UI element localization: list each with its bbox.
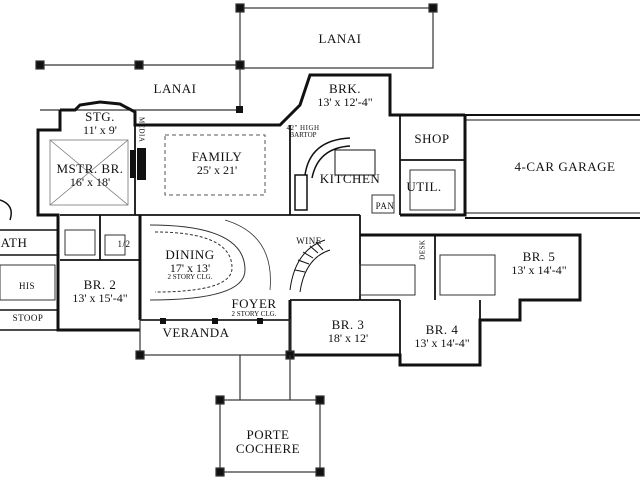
room-name: UTIL.: [406, 179, 442, 194]
room-wine: WINE: [296, 236, 322, 246]
room-half-bath: 1/2: [117, 239, 131, 249]
room-dims: 25' x 21': [196, 162, 238, 177]
room-desk: DESK: [418, 239, 427, 260]
room-name: PORTE: [246, 427, 290, 442]
room-dims: 17' x 13': [169, 260, 211, 275]
staircase: [289, 239, 331, 293]
room-name: MEDIA: [137, 116, 146, 143]
lanai-left: [35, 60, 245, 111]
room-utility: UTIL.: [406, 180, 441, 194]
room-name: DINING: [165, 247, 215, 262]
room-name: BR. 2: [83, 277, 117, 292]
room-name: BRK.: [329, 81, 361, 96]
room-name: HIS: [18, 281, 36, 291]
room-pantry: PAN: [375, 201, 395, 211]
room-lanai-top: LANAI: [319, 32, 362, 46]
room-foyer: FOYER 2 STORY CLG.: [231, 297, 276, 318]
room-name: BR. 4: [425, 322, 459, 337]
bartop-label: BARTOP: [289, 131, 317, 140]
kitchen-counter: [294, 137, 376, 211]
room-name: ATH: [0, 235, 28, 250]
room-dims: 16' x 18': [69, 174, 111, 189]
room-name: LANAI: [153, 81, 197, 96]
room-stoop: STOOP: [12, 313, 44, 323]
fixtures: [0, 169, 496, 301]
room-lanai-left: LANAI: [154, 82, 197, 96]
room-dining: DINING 17' x 13' 2 STORY CLG.: [165, 248, 214, 282]
room-name: SHOP: [414, 131, 450, 146]
room-name: BR. 5: [522, 249, 556, 264]
room-kitchen: KITCHEN: [320, 172, 381, 186]
room-bedroom-3: BR. 3 18' x 12': [328, 318, 368, 344]
room-master-bedroom: MSTR. BR. 16' x 18': [57, 162, 124, 188]
room-veranda: VERANDA: [162, 326, 229, 340]
room-garage: 4-CAR GARAGE: [515, 160, 616, 174]
room-name: KITCHEN: [319, 171, 381, 186]
room-porte-cochere: PORTE COCHERE: [236, 428, 300, 455]
room-name: DESK: [418, 239, 427, 260]
room-name: LANAI: [318, 31, 362, 46]
lanai-top: [235, 3, 438, 69]
room-family: FAMILY 25' x 21': [192, 150, 243, 176]
room-his: HIS: [18, 281, 36, 291]
room-name: 1/2: [117, 239, 131, 249]
room-dims: 13' x 12'-4": [317, 94, 373, 109]
room-bath: ATH: [1, 236, 28, 250]
room-bedroom-5: BR. 5 13' x 14'-4": [511, 250, 566, 276]
room-dims: 11' x 9': [83, 122, 117, 137]
room-bedroom-2: BR. 2 13' x 15'-4": [72, 278, 127, 304]
room-bedroom-4: BR. 4 13' x 14'-4": [414, 323, 469, 349]
room-shop: SHOP: [414, 132, 449, 146]
room-breakfast: BRK. 13' x 12'-4": [317, 82, 372, 108]
room-dims: 13' x 14'-4": [414, 335, 470, 350]
room-bartop: 42" HIGH BARTOP: [286, 124, 320, 140]
room-name: FAMILY: [191, 149, 243, 164]
room-note: 2 STORY CLG.: [167, 273, 213, 282]
room-dims: 13' x 14'-4": [511, 262, 567, 277]
room-storage: STG. 11' x 9': [83, 110, 117, 136]
porte-cochere: [215, 355, 325, 477]
room-name: FOYER: [231, 296, 277, 311]
room-dims: 18' x 12': [327, 330, 369, 345]
bartop-height: 42" HIGH: [286, 124, 320, 132]
room-name: BR. 3: [331, 317, 365, 332]
room-name-line2: COCHERE: [235, 440, 301, 456]
interior-walls: [60, 115, 481, 365]
columns: [160, 106, 263, 324]
room-name: VERANDA: [162, 325, 230, 340]
room-name: PAN: [375, 201, 395, 211]
room-media: MEDIA: [137, 116, 146, 143]
room-name: 4-CAR GARAGE: [514, 159, 616, 174]
room-name: STG.: [85, 109, 115, 124]
bath-tub: [0, 199, 58, 331]
room-name: WINE: [296, 236, 322, 246]
room-dims: 13' x 15'-4": [72, 290, 128, 305]
dining-arcs: [149, 219, 271, 301]
master-ceiling-detail: [49, 139, 129, 206]
room-name: MSTR. BR.: [56, 161, 124, 176]
room-dims: 2 STORY CLG.: [231, 309, 277, 318]
garage-walls: [465, 114, 640, 219]
fireplaces: [130, 148, 146, 180]
exterior-walls: [36, 73, 582, 367]
family-ceiling-detail: [164, 134, 266, 196]
room-name: STOOP: [12, 313, 44, 323]
